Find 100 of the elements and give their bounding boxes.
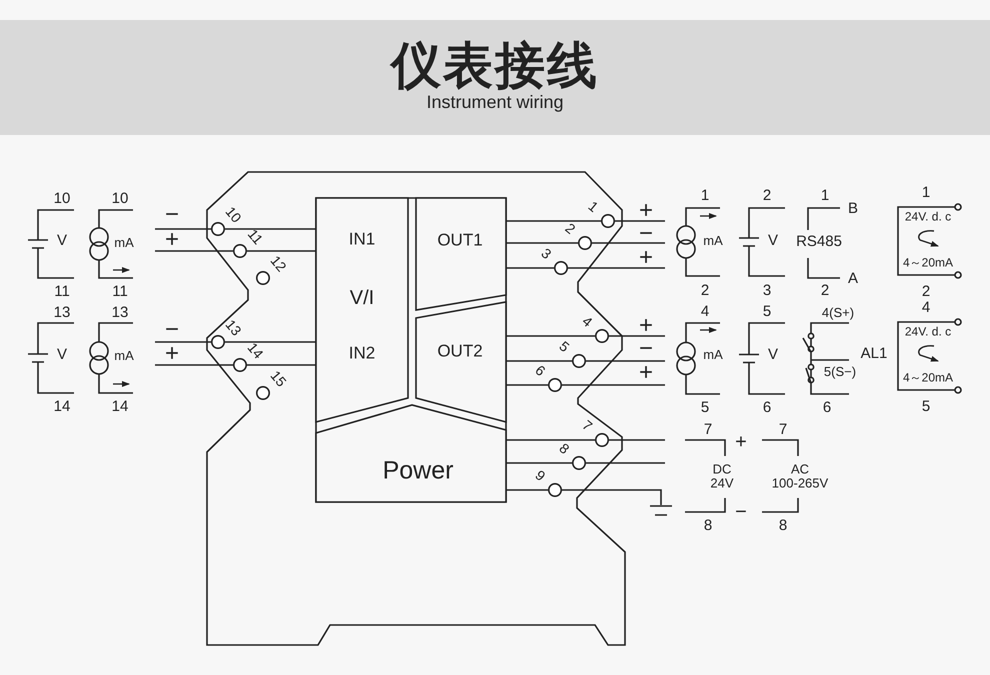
terminal-number: 9 <box>532 468 548 484</box>
wire <box>225 228 316 230</box>
wire <box>609 335 665 337</box>
wire <box>155 250 233 252</box>
wire <box>586 462 665 464</box>
signal-label: V <box>57 232 67 250</box>
transmitter-box <box>897 202 963 280</box>
signal-label: mA <box>703 234 723 248</box>
terminal-number: 3 <box>538 246 554 262</box>
terminal-number: 6 <box>822 400 832 416</box>
panel-label: Power <box>382 457 454 485</box>
terminal-number: 7 <box>704 422 712 438</box>
panel-label: IN2 <box>348 344 376 364</box>
terminal-number: 10 <box>112 190 128 208</box>
terminal-number: 8 <box>778 518 788 534</box>
signal-label: 24V. d. c <box>904 210 952 224</box>
terminal <box>233 358 247 372</box>
module-panel <box>416 302 506 422</box>
polarity-sign: + <box>639 244 653 272</box>
wire <box>506 384 548 386</box>
terminal <box>548 483 562 497</box>
terminal-number: 1 <box>820 188 830 204</box>
wire <box>568 267 665 269</box>
terminal <box>595 433 609 447</box>
transmitter-box <box>897 317 963 395</box>
terminal-number: 7 <box>778 422 788 438</box>
terminal-number: 1 <box>700 188 710 204</box>
terminal-number: 5 <box>762 304 772 320</box>
terminal-number: 4 <box>700 304 710 320</box>
terminal-number: 3 <box>762 282 772 300</box>
wire <box>506 220 601 222</box>
terminal <box>211 335 225 349</box>
wire <box>506 360 572 362</box>
terminal-number: 1 <box>922 184 930 202</box>
terminal-number: 2 <box>762 188 772 204</box>
terminal-number: 7 <box>579 418 595 434</box>
ground-symbol <box>650 505 672 517</box>
terminal <box>256 271 270 285</box>
terminal-number: 2 <box>562 220 578 238</box>
signal-label: B <box>848 200 858 218</box>
wire <box>506 489 548 491</box>
terminal-number: 5(S−) <box>824 364 856 380</box>
supply-label: DC 24V <box>709 462 735 492</box>
polarity-sign: − <box>735 501 747 523</box>
wire <box>506 439 595 441</box>
wire <box>506 242 578 244</box>
polarity-sign: + <box>639 360 653 386</box>
signal-label: V <box>768 346 778 364</box>
terminal-number: 14 <box>244 340 266 362</box>
terminal-number: 11 <box>244 226 266 248</box>
wire <box>615 220 665 222</box>
terminal-number: 6 <box>532 362 548 380</box>
wire <box>506 335 595 337</box>
module-panel <box>316 198 408 422</box>
wire <box>155 228 211 230</box>
module-panel <box>416 198 506 310</box>
signal-label: mA <box>114 236 134 250</box>
polarity-sign: − <box>165 202 179 228</box>
terminal <box>572 354 586 368</box>
terminal-number: 10 <box>54 190 70 208</box>
terminal-number: 14 <box>112 398 128 416</box>
terminal-number: 14 <box>54 398 70 416</box>
signal-label: AL1 <box>860 346 888 362</box>
signal-label: mA <box>703 348 723 362</box>
panel-label: V/I <box>350 287 374 309</box>
signal-label: mA <box>114 348 134 364</box>
wire <box>586 360 665 362</box>
terminal-number: 10 <box>222 204 244 226</box>
terminal <box>548 378 562 392</box>
terminal-number: 13 <box>54 304 70 322</box>
signal-label: 4～20mA <box>902 256 954 270</box>
terminal <box>595 329 609 343</box>
panel-label: IN1 <box>348 230 376 250</box>
terminal-number: 5 <box>922 398 930 416</box>
panel-label: OUT2 <box>437 342 483 362</box>
terminal-number: 5 <box>700 400 710 416</box>
terminal <box>256 386 270 400</box>
wire <box>506 462 572 464</box>
terminal-number: 13 <box>112 304 128 322</box>
wire <box>155 364 233 366</box>
terminal-number: 8 <box>556 440 572 458</box>
terminal-number: 12 <box>267 253 289 275</box>
terminal <box>554 261 568 275</box>
terminal <box>233 244 247 258</box>
terminal-number: 6 <box>762 400 772 416</box>
wire <box>225 341 316 343</box>
wire <box>247 250 316 252</box>
terminal-number: 2 <box>922 284 930 300</box>
signal-label: V <box>768 232 778 250</box>
terminal-number: 4 <box>922 300 930 316</box>
terminal-number: 2 <box>700 282 710 300</box>
polarity-sign: − <box>165 316 179 344</box>
panel-label: OUT1 <box>437 232 483 250</box>
terminal <box>578 236 592 250</box>
subtitle: Instrument wiring <box>426 93 564 113</box>
title: 仪表接线 <box>391 38 599 94</box>
terminal-number: 1 <box>585 198 601 216</box>
signal-label: V <box>57 346 67 364</box>
terminal <box>572 456 586 470</box>
terminal <box>211 222 225 236</box>
